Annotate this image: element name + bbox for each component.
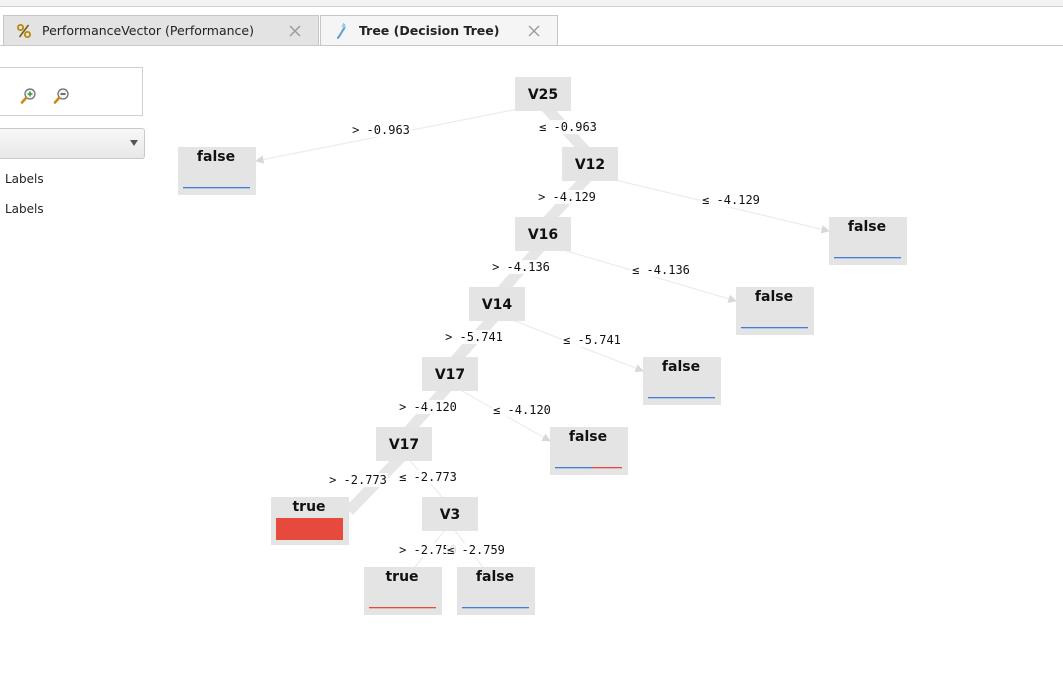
edge-condition-label: > -0.963 xyxy=(352,123,410,137)
chevron-down-icon xyxy=(130,140,138,146)
tab-decision-tree[interactable]: Tree (Decision Tree) xyxy=(320,15,558,45)
window-top-strip xyxy=(0,0,1063,7)
node-label: V17 xyxy=(389,437,419,453)
labels-option[interactable]: Labels xyxy=(5,202,44,216)
class-distribution-bar xyxy=(276,518,343,540)
leaf-node-false[interactable]: false xyxy=(829,217,907,265)
split-node-v3[interactable]: V3 xyxy=(422,497,478,531)
leaf-label: false xyxy=(755,289,793,305)
edge-condition-label: ≤ -4.136 xyxy=(632,263,690,277)
leaf-node-false[interactable]: false xyxy=(736,287,814,335)
edge-condition-label: ≤ -0.963 xyxy=(539,120,597,134)
labels-option[interactable]: Labels xyxy=(5,172,44,186)
class-distribution-bar xyxy=(183,187,250,189)
zoom-panel xyxy=(0,67,143,116)
leaf-label: false xyxy=(569,429,607,445)
leaf-node-true[interactable]: true xyxy=(364,567,442,615)
edge-condition-label: > -2.773 xyxy=(329,473,387,487)
split-node-v12[interactable]: V12 xyxy=(562,147,618,181)
edge-condition-label: > -5.741 xyxy=(445,330,503,344)
node-label: V3 xyxy=(440,507,461,523)
leaf-node-false[interactable]: false xyxy=(457,567,535,615)
edge-condition-label: ≤ -5.741 xyxy=(563,333,621,347)
tab-label: PerformanceVector (Performance) xyxy=(42,23,254,38)
class-distribution-bar xyxy=(741,327,808,329)
split-node-v17[interactable]: V17 xyxy=(422,357,478,391)
leaf-node-false[interactable]: false xyxy=(178,147,256,195)
leaf-node-true[interactable]: true xyxy=(271,497,349,545)
result-tab-bar: PerformanceVector (Performance) Tree (De… xyxy=(0,15,1063,46)
split-node-v25[interactable]: V25 xyxy=(515,77,571,111)
leaf-label: true xyxy=(385,569,418,585)
node-label: V25 xyxy=(528,87,558,103)
class-distribution-bar xyxy=(555,467,592,469)
zoom-in-icon[interactable] xyxy=(19,86,39,106)
edge-condition-label: ≤ -2.773 xyxy=(399,470,457,484)
edge-condition-label: ≤ -4.120 xyxy=(493,403,551,417)
leaf-label: false xyxy=(848,219,886,235)
edge-condition-label: > -4.120 xyxy=(399,400,457,414)
tree-model-icon xyxy=(333,22,349,39)
node-label: V14 xyxy=(482,297,513,313)
leaf-node-false[interactable]: false xyxy=(550,427,628,475)
zoom-out-icon[interactable] xyxy=(52,86,72,106)
class-distribution-bar xyxy=(648,397,715,399)
split-node-v14[interactable]: V14 xyxy=(469,287,525,321)
leaf-node-false[interactable]: false xyxy=(643,357,721,405)
close-icon[interactable] xyxy=(288,24,302,38)
node-label: V16 xyxy=(528,227,558,243)
mode-select[interactable] xyxy=(0,128,145,159)
percent-icon xyxy=(16,23,32,39)
leaf-label: false xyxy=(662,359,700,375)
class-distribution-bar xyxy=(591,467,622,469)
class-distribution-bar xyxy=(462,607,529,609)
edge-condition-label: ≤ -4.129 xyxy=(702,193,760,207)
leaf-label: false xyxy=(476,569,514,585)
tab-performance-vector[interactable]: PerformanceVector (Performance) xyxy=(3,15,319,45)
split-node-v17[interactable]: V17 xyxy=(376,427,432,461)
leaf-label: false xyxy=(197,149,235,165)
class-distribution-bar xyxy=(834,257,901,259)
leaf-label: true xyxy=(292,499,325,515)
tab-label: Tree (Decision Tree) xyxy=(359,23,500,38)
edge-condition-label: > -4.129 xyxy=(538,190,596,204)
edge-condition-label: > -4.136 xyxy=(492,260,550,274)
edge-condition-label: > -2.759 xyxy=(399,543,457,557)
node-label: V12 xyxy=(575,157,605,173)
split-node-v16[interactable]: V16 xyxy=(515,217,571,251)
class-distribution-bar xyxy=(369,607,436,609)
node-label: V17 xyxy=(435,367,465,383)
edge-condition-label: ≤ -2.759 xyxy=(447,543,505,557)
close-icon[interactable] xyxy=(527,24,541,38)
